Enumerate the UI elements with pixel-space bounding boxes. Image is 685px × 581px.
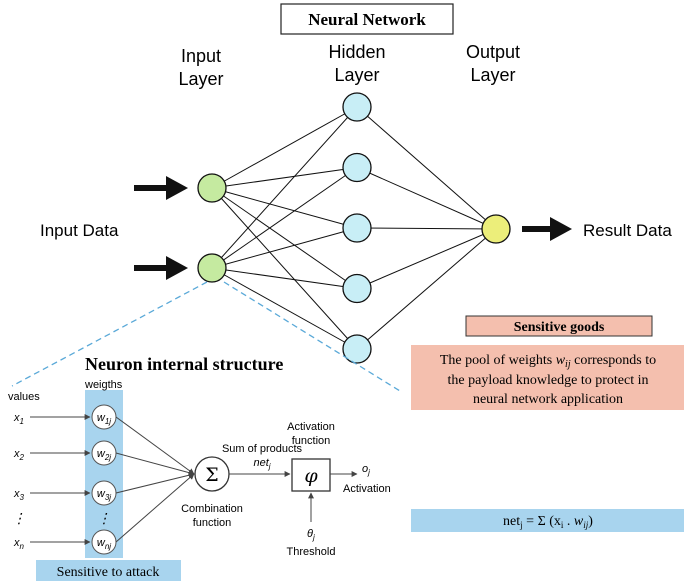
weight-3-label: w3j [97,488,111,502]
neuron-input-row-4: ⋮⋮ [12,510,111,526]
sensitive-goods-line2: the payload knowledge to protect in [448,373,649,388]
network-nodes [197,92,511,364]
activation-box [291,458,331,492]
hidden-node-2 [342,152,372,183]
connection-input-node-2-to-hidden-node-4 [211,267,358,289]
sensitive-goods-title-box [465,315,653,337]
weight-3-to-sum-arrow [115,472,195,494]
formula-text: netj = Σ (xi . wij) [503,514,593,530]
sensitive-goods-line3: neural network application [473,392,623,407]
input-4-label: ⋮ [12,510,26,526]
input-node-1 [197,173,227,203]
diagram-title: Neural Network [308,10,426,29]
sum-symbol: Σ [205,464,218,486]
network-connections [211,106,497,350]
input-2-label: x2 [13,448,25,462]
connection-input-node-2-to-hidden-node-3 [211,227,358,269]
weight-4-label: ⋮ [97,510,111,526]
activation-function-line1: Activation [287,421,335,433]
weights-label: weigths [84,379,123,391]
neuron-input-row-5: xn wnj [13,473,195,555]
sum-of-products-label: Sum of products [222,443,303,455]
connection-hidden-node-2-to-output-node-1 [356,167,497,230]
input-arrow-top [134,176,188,200]
input-node-2 [197,253,227,283]
phi-symbol: φ [304,465,318,487]
sensitive-to-attack-label: Sensitive to attack [57,565,160,580]
input-arrow-bottom [134,256,188,280]
combination-function-line2: function [193,517,232,529]
neuron-input-row-1: x1 w1j [13,404,195,475]
connection-input-node-1-to-hidden-node-4 [211,187,358,289]
connection-hidden-node-5-to-output-node-1 [356,228,497,350]
hidden-node-5 [342,334,372,364]
zoom-line-left [11,281,208,387]
connection-input-node-1-to-hidden-node-3 [211,187,358,229]
connection-input-node-2-to-hidden-node-1 [211,106,358,269]
hidden-node-1 [342,92,372,122]
title-box [280,3,454,35]
input-data-label: Input Data [40,221,119,240]
hidden-node-4 [342,273,372,304]
combination-function-line1: Combination [181,503,243,515]
hidden-layer-label-line1: Hidden [328,42,385,62]
input-3-label: x3 [13,488,25,502]
zoom-line-right [223,281,401,392]
connection-input-node-2-to-hidden-node-2 [211,167,358,269]
formula-box [411,509,684,532]
output-arrow [522,217,572,241]
sensitive-goods-text-box [411,345,684,410]
values-label: values [8,391,40,403]
weight-1-label: w1j [97,412,111,426]
sensitive-goods-title: Sensitive goods [514,320,605,335]
neuron-input-row-3: x3 w3j [13,472,195,506]
output-oj-label: oj [362,463,370,477]
threshold-label: Threshold [287,546,336,558]
connection-input-node-1-to-hidden-node-1 [211,106,358,189]
output-layer-label-line1: Output [466,42,520,62]
hidden-node-3 [342,213,372,243]
result-data-label: Result Data [583,221,672,240]
sensitive-to-attack-box [36,560,181,581]
output-layer-label-line2: Layer [470,65,515,85]
sensitive-goods-line1: The pool of weights wij corresponds to [440,353,656,370]
input-1-label: x1 [13,412,24,426]
connection-hidden-node-3-to-output-node-1 [356,227,497,230]
threshold-symbol: θj [307,528,315,542]
output-activation-label: Activation [343,483,391,495]
hidden-layer-label-line2: Layer [334,65,379,85]
weight-1-to-sum-arrow [115,416,195,475]
neuron-heading: Neuron internal structure [85,354,283,374]
weight-2-to-sum-arrow [115,452,195,476]
connection-input-node-1-to-hidden-node-2 [211,167,358,189]
input-layer-label-line2: Layer [178,69,223,89]
neuron-input-row-2: x2 w2j [13,440,195,476]
connection-hidden-node-4-to-output-node-1 [356,228,497,289]
output-node-1 [481,214,511,244]
weight-5-label: wnj [97,537,111,551]
input-5-label: xn [13,537,25,551]
input-layer-label-line1: Input [181,46,221,66]
weight-5-to-sum-arrow [115,473,195,543]
connection-hidden-node-1-to-output-node-1 [356,106,497,230]
connection-input-node-2-to-hidden-node-5 [211,267,358,350]
activation-function-line2: function [292,435,331,447]
connection-input-node-1-to-hidden-node-5 [211,187,358,350]
net-label: netj [253,457,270,471]
weight-2-label: w2j [97,448,111,462]
